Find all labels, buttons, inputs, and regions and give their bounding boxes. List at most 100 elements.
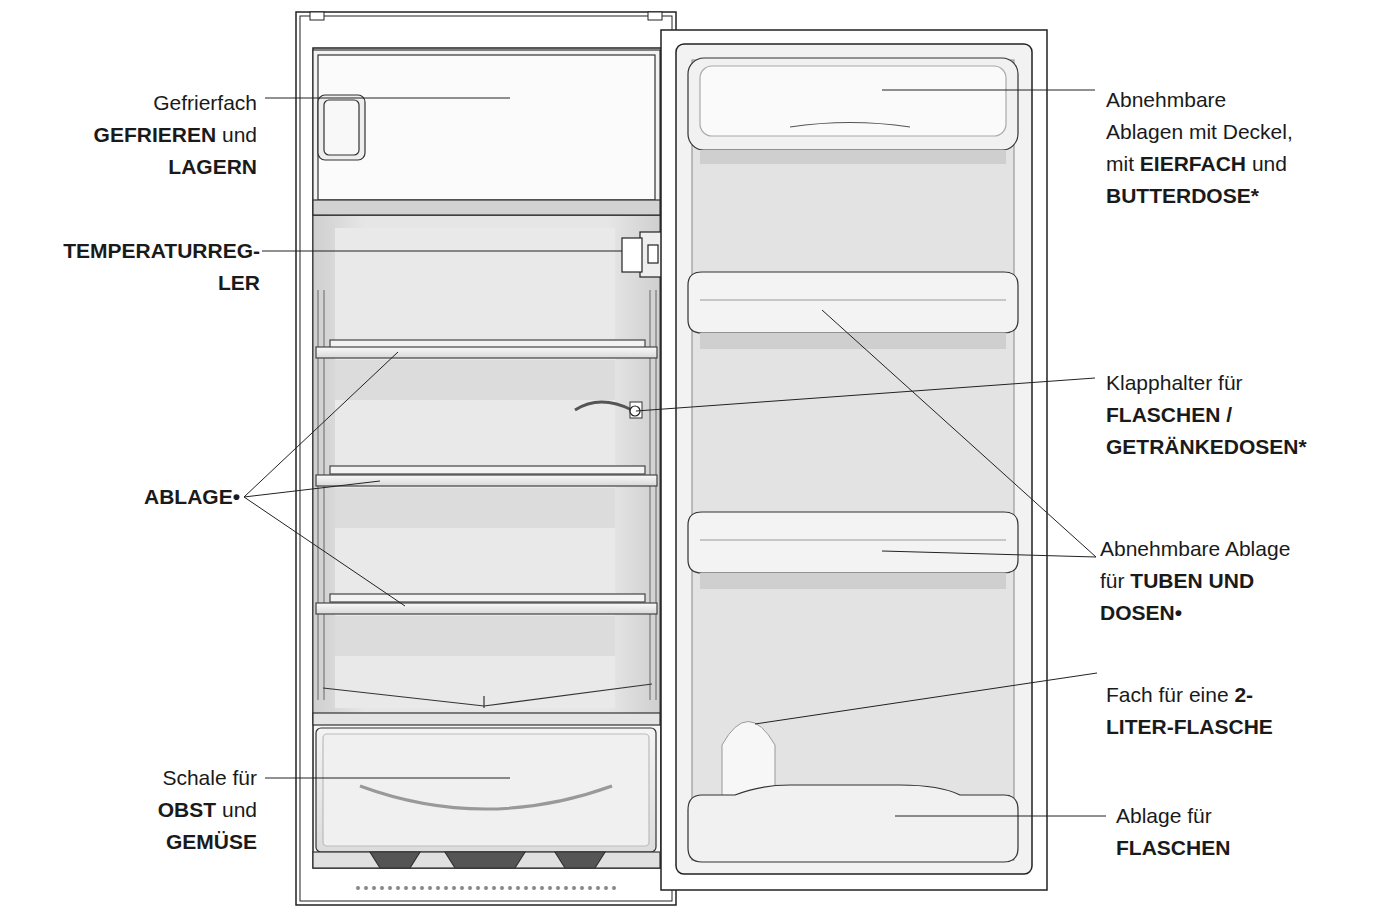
label-emphasis: LER	[218, 271, 260, 294]
label-emphasis: /	[1226, 403, 1232, 426]
cabinet-part	[296, 12, 676, 905]
vent-dot	[428, 886, 432, 890]
glass-shelves-part	[316, 475, 657, 486]
freezer-compartment-part	[313, 50, 660, 215]
cabinet-part	[300, 16, 672, 901]
callout-label: Schale für OBST und GEMÜSE	[139, 762, 257, 858]
crisper-cover-part	[323, 684, 652, 706]
bottle-clip-part	[575, 402, 632, 410]
cabinet-part	[648, 12, 662, 20]
vent-dot	[372, 886, 376, 890]
label-emphasis: TUBEN	[1130, 569, 1202, 592]
bottle-clip-part	[630, 402, 642, 418]
vent-dot	[452, 886, 456, 890]
leader-lines-part	[822, 310, 1096, 557]
leader-lines-part	[882, 551, 1096, 557]
cabinet-base-part	[445, 852, 525, 868]
temperature-knob-part	[622, 238, 642, 272]
freezer-compartment-part	[313, 200, 660, 215]
vent-dot	[508, 886, 512, 890]
vent-dot	[588, 886, 592, 890]
fridge-interior-part	[335, 616, 615, 656]
crisper-drawer-part	[360, 786, 612, 809]
vent-grille	[356, 886, 616, 890]
temperature-knob	[622, 232, 664, 277]
door-shelves-part	[700, 573, 1006, 589]
callout-label: TEMPERATURREG- LER	[50, 235, 260, 299]
label-emphasis: BUTTERDOSE*	[1106, 184, 1259, 207]
door-butter-compartment	[688, 58, 1018, 164]
vent-dot	[596, 886, 600, 890]
vent-dot	[412, 886, 416, 890]
door-shelves-part	[688, 512, 1018, 573]
vent-dot	[564, 886, 568, 890]
fridge-interior-part	[335, 360, 615, 400]
glass-shelves-part	[316, 603, 657, 614]
callout-label: Gefrierfach GEFRIEREN und LAGERN	[87, 87, 257, 183]
glass-shelves-part	[330, 466, 645, 474]
vent-dot	[540, 886, 544, 890]
vent-dot	[492, 886, 496, 890]
cabinet-base-part	[555, 852, 605, 868]
freezer-compartment	[313, 50, 660, 215]
fridge-interior-part	[313, 215, 660, 720]
leader-lines	[244, 90, 1106, 816]
glass-shelves-part	[316, 347, 657, 358]
vent-dot	[388, 886, 392, 890]
freezer-compartment-part	[318, 95, 365, 160]
crisper-cover-part	[313, 713, 660, 725]
cabinet-part	[310, 12, 324, 20]
leader-lines-part	[265, 778, 510, 779]
leader-lines-part	[244, 352, 398, 497]
door-shelves-part	[700, 299, 1006, 300]
cabinet	[296, 12, 676, 905]
label-emphasis: LAGERN	[168, 155, 257, 178]
label-emphasis: OBST	[158, 798, 216, 821]
vent-dot	[612, 886, 616, 890]
cabinet-base-part	[370, 852, 420, 868]
vent-dot	[356, 886, 360, 890]
door-shelves	[688, 272, 1018, 589]
leader-lines-part	[262, 251, 622, 252]
crisper-drawer-part	[323, 734, 649, 846]
leader-lines-part	[895, 816, 1106, 817]
door-butter-compartment-part	[790, 123, 910, 128]
fridge-interior	[313, 215, 660, 720]
label-emphasis: EIERFACH	[1140, 152, 1246, 175]
vent-dot	[580, 886, 584, 890]
vent-dot	[476, 886, 480, 890]
vent-dot	[396, 886, 400, 890]
door-butter-compartment-part	[688, 58, 1018, 150]
vent-dot	[556, 886, 560, 890]
fridge-interior-part	[335, 488, 615, 528]
label-emphasis: UND	[1209, 569, 1255, 592]
crisper-cover-part	[483, 696, 484, 708]
leader-lines-part	[244, 497, 405, 606]
cabinet-base-part	[313, 852, 660, 868]
vent-dot	[484, 886, 488, 890]
crisper-drawer-part	[316, 728, 656, 852]
bottle-clip	[575, 402, 642, 418]
callout-label: Abnehmbare Ablage für TUBEN UND DOSEN•	[1100, 533, 1312, 629]
vent-dot	[500, 886, 504, 890]
label-emphasis: 2-	[1234, 683, 1253, 706]
door-bottle-shelf	[688, 785, 1018, 862]
door-butter-compartment-part	[700, 150, 1006, 164]
cabinet-part	[313, 48, 661, 868]
label-emphasis: FLASCHEN	[1106, 403, 1220, 426]
vent-dot	[420, 886, 424, 890]
leader-lines-part	[244, 481, 380, 497]
label-emphasis: TEMPERATURREG-	[63, 239, 260, 262]
leader-lines-part	[755, 673, 1097, 724]
callout-label: Fach für eine 2- LITER-FLASCHE	[1106, 679, 1306, 743]
label-emphasis: LITER-FLASCHE	[1106, 715, 1273, 738]
vent-dot	[532, 886, 536, 890]
callout-label: Ablage für FLASCHEN	[1116, 800, 1241, 864]
label-emphasis: GEFRIEREN	[94, 123, 217, 146]
door-shelves-part	[700, 333, 1006, 349]
vent-dot	[516, 886, 520, 890]
callout-label: Abnehmbare Ablagen mit Deckel, mit EIERF…	[1106, 84, 1300, 212]
glass-shelves-part	[330, 594, 645, 602]
fridge-door-part	[692, 60, 1014, 860]
